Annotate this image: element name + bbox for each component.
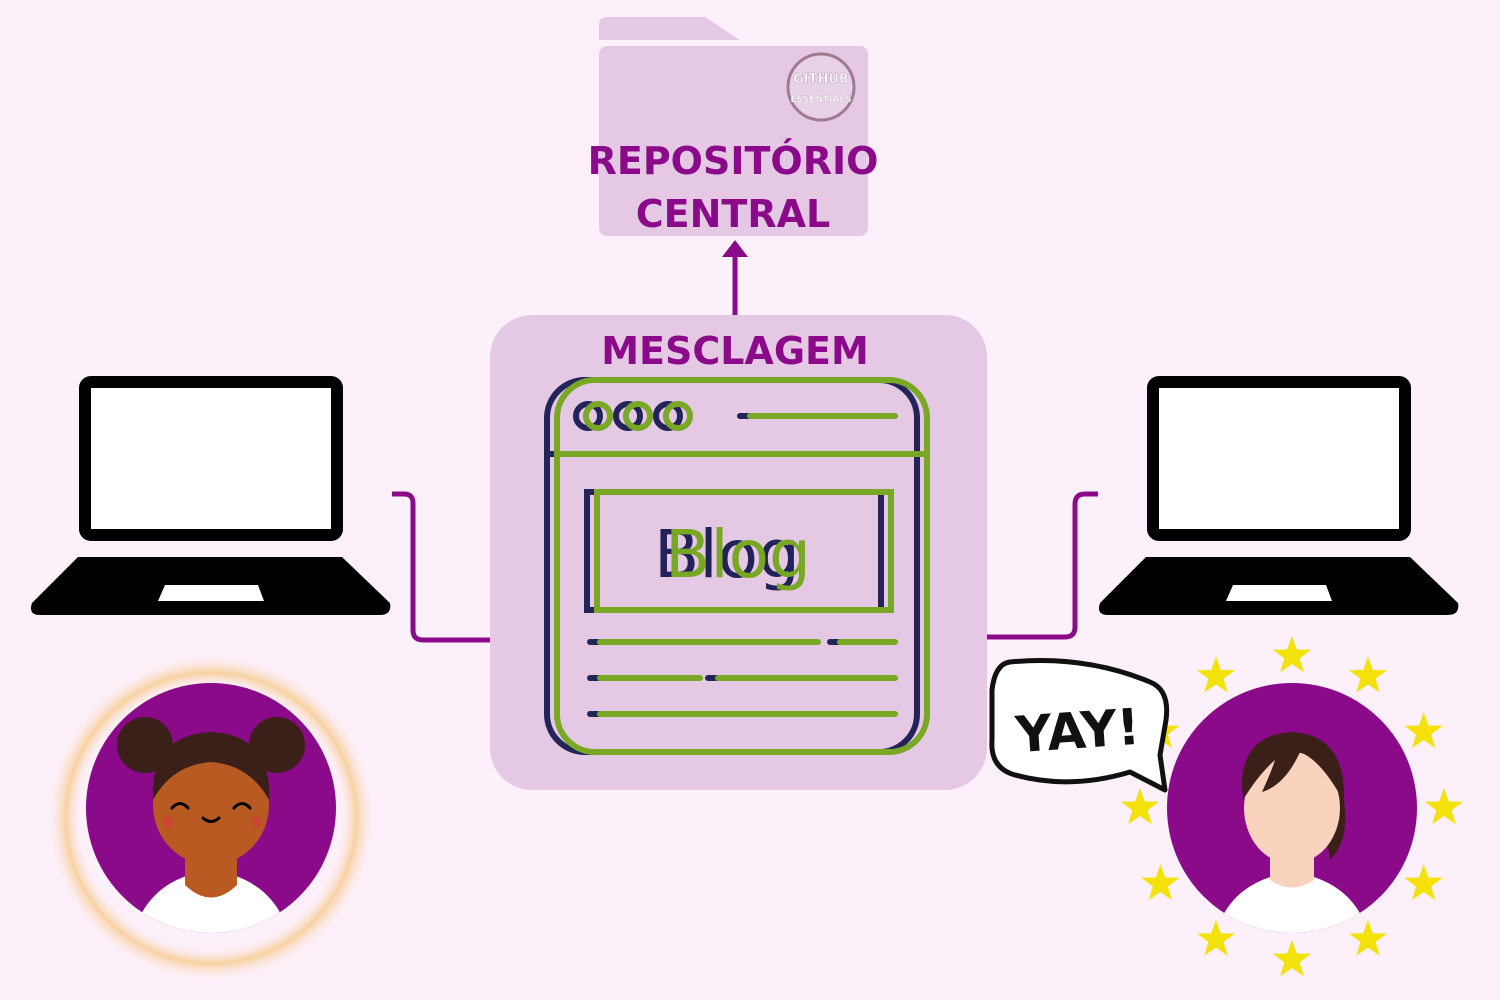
- repository-title-line2: CENTRAL: [636, 192, 830, 236]
- star-icon: [1141, 864, 1180, 901]
- star-icon: [1404, 712, 1443, 749]
- speech-bubble-text: YAY!: [1013, 698, 1142, 765]
- repository-title-line1: REPOSITÓRIO: [588, 139, 879, 183]
- star-icon: [1121, 788, 1159, 825]
- blog-browser-icon: Blog: [544, 377, 930, 755]
- blog-label: Blog: [665, 516, 811, 593]
- star-icon: [1273, 636, 1311, 673]
- star-icon: [1197, 656, 1235, 693]
- speech-bubble: YAY!: [989, 658, 1170, 793]
- star-ring: [1121, 636, 1463, 977]
- left-laptop-icon: [31, 376, 391, 615]
- central-repository-folder: GITHUB ESSENTIALS REPOSITÓRIO CENTRAL: [588, 17, 879, 236]
- star-icon: [1349, 919, 1387, 956]
- star-icon: [1404, 864, 1443, 901]
- left-developer-avatar: [46, 653, 376, 983]
- left-connector-line: [392, 491, 490, 643]
- merge-title: MESCLAGEM: [601, 329, 869, 373]
- merge-panel: MESCLAGEM Blog: [490, 315, 987, 790]
- right-developer-avatar: [1121, 636, 1463, 977]
- right-laptop-icon: [1099, 376, 1459, 615]
- arrow-up-icon: [722, 240, 748, 315]
- github-essentials-logo: GITHUB ESSENTIALS: [786, 52, 856, 122]
- star-icon: [1425, 788, 1463, 825]
- right-connector-line: [987, 491, 1098, 640]
- star-icon: [1349, 656, 1387, 693]
- logo-line2: ESSENTIALS: [790, 95, 851, 105]
- star-icon: [1273, 940, 1311, 977]
- logo-line1: GITHUB: [793, 72, 849, 87]
- star-icon: [1197, 919, 1235, 956]
